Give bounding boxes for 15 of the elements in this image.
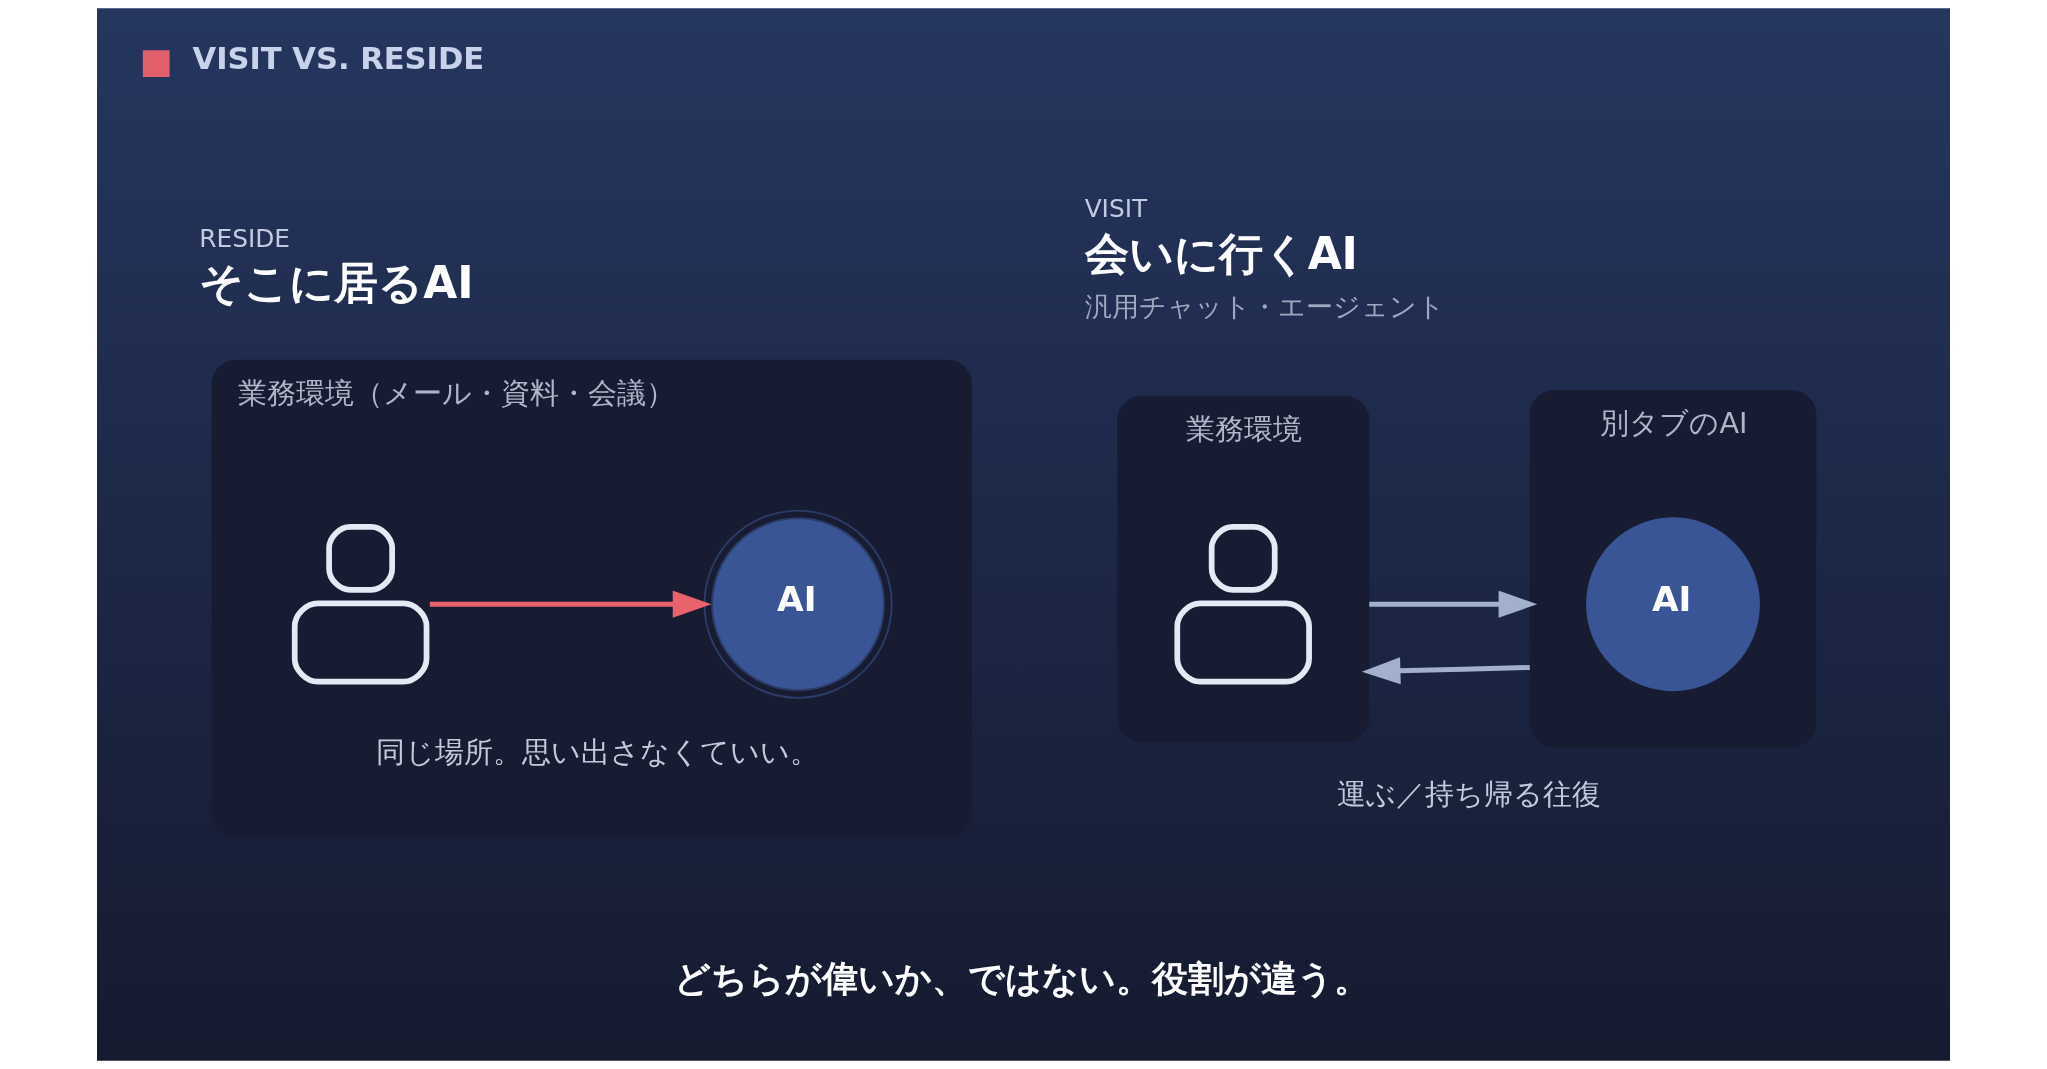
- label: VISIT: [1084, 194, 1148, 224]
- arrow: [1361, 657, 1530, 685]
- arrow: [429, 590, 712, 618]
- arrow: [1369, 590, 1538, 618]
- label: 汎用チャット・エージェント: [1084, 291, 1445, 323]
- node-circle: AI: [1586, 517, 1760, 692]
- cluster: 業務環境: [1117, 396, 1370, 742]
- label: そこに居るAI: [199, 257, 474, 309]
- node-circle: AI: [703, 509, 893, 699]
- label: 同じ場所。思い出さなくていい。: [375, 734, 819, 769]
- label: 運ぶ／持ち帰る往復: [1336, 776, 1601, 811]
- label: RESIDE: [199, 223, 291, 253]
- diagram-title: VISIT VS. RESIDE: [192, 40, 485, 76]
- label: 会いに行くAI: [1084, 227, 1358, 279]
- caption: どちらが偉いか、ではない。役割が違う。: [673, 957, 1370, 1001]
